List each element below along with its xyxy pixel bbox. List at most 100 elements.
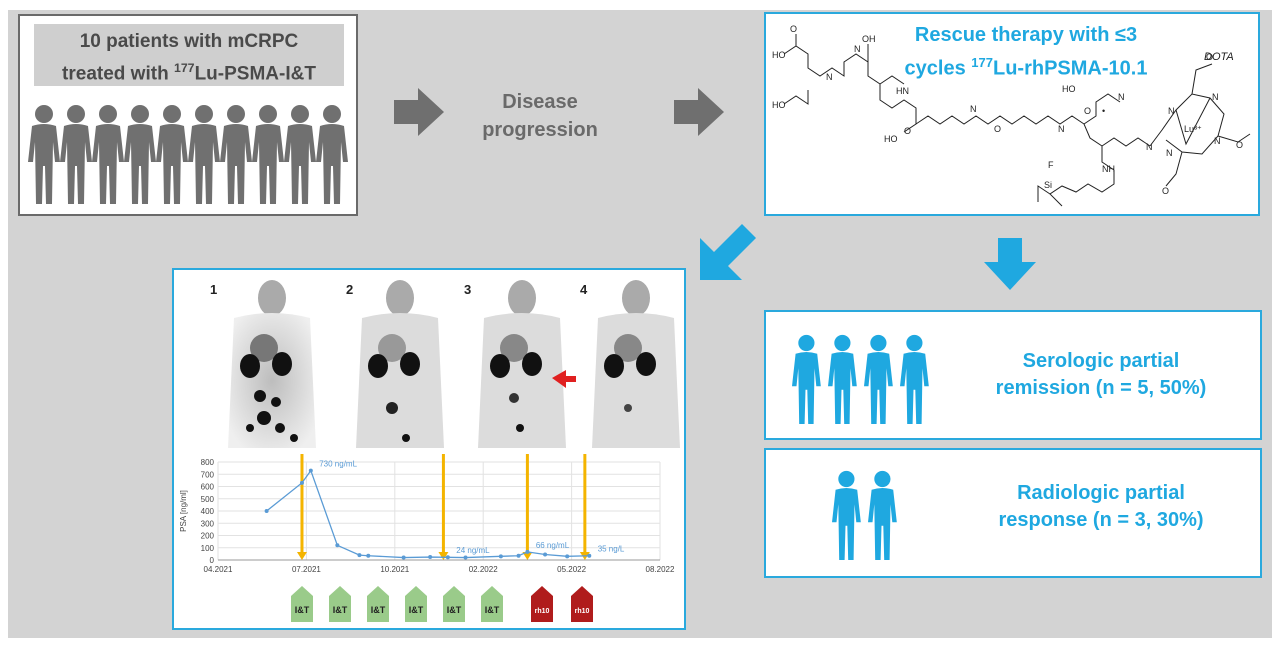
- serologic-remission-box: Serologic partial remission (n = 5, 50%): [764, 310, 1262, 440]
- therapy-cycle-label: I&T: [333, 605, 348, 615]
- arrow-right-icon: [394, 88, 444, 136]
- svg-text:N: N: [1146, 142, 1153, 152]
- y-tick-label: 400: [201, 507, 215, 516]
- svg-text:N: N: [1214, 136, 1221, 146]
- svg-text:N: N: [1118, 92, 1125, 102]
- rescue-title-line1: Rescue therapy with ≤3: [914, 24, 1138, 46]
- arrow-down-left-icon: [700, 224, 756, 280]
- psa-point: [445, 555, 450, 560]
- psa-annotation: 24 ng/mL: [456, 546, 490, 555]
- title-sup: 177: [173, 61, 195, 75]
- rescue-title-line2: cycles 177Lu-rhPSMA-10.1: [896, 49, 1156, 83]
- y-tick-label: 200: [201, 532, 215, 541]
- patients-box: 10 patients with mCRPC treated with 177L…: [18, 14, 358, 216]
- serologic-text: Serologic partial remission (n = 5, 50%): [976, 348, 1226, 402]
- title-pre: treated with: [62, 63, 174, 85]
- y-tick-label: 300: [201, 519, 215, 528]
- therapy-cycle-icon: [405, 586, 427, 622]
- therapy-cycle-icon: [531, 586, 553, 622]
- psa-point: [428, 555, 433, 560]
- y-tick-label: 600: [201, 483, 215, 492]
- arrow-down-icon: [984, 238, 1036, 290]
- y-tick-label: 100: [201, 544, 215, 553]
- arrow-right-icon: [674, 88, 724, 136]
- treatment-marker-head: [522, 552, 533, 560]
- psa-point: [516, 553, 521, 558]
- psa-series-line: [266, 469, 590, 559]
- serologic-line2: remission (n = 5, 50%): [995, 377, 1207, 399]
- svg-text:O: O: [1084, 106, 1091, 116]
- svg-text:F: F: [1048, 160, 1054, 170]
- serologic-line1: Serologic partial: [1022, 350, 1180, 372]
- rescue-pre: cycles: [904, 57, 972, 80]
- svg-text:N: N: [1168, 106, 1175, 116]
- y-tick-label: 700: [201, 470, 215, 479]
- svg-text:HO: HO: [884, 134, 898, 144]
- radiologic-text: Radiologic partial response (n = 3, 30%): [976, 480, 1226, 534]
- x-tick-label: 04.2021: [204, 565, 233, 574]
- svg-text:N: N: [1058, 124, 1065, 134]
- patients-title: 10 patients with mCRPC treated with 177L…: [34, 24, 344, 86]
- rescue-title: Rescue therapy with ≤3 cycles 177Lu-rhPS…: [896, 22, 1156, 83]
- scan-label-1: 1: [210, 282, 218, 297]
- pet-scan-3: [478, 280, 576, 448]
- four-patients-icon: [792, 334, 929, 424]
- radiologic-line2: response (n = 3, 30%): [998, 509, 1204, 531]
- svg-text:NH: NH: [1102, 164, 1115, 174]
- progression-line2: progression: [482, 119, 598, 141]
- svg-text:•: •: [1102, 106, 1105, 116]
- psa-annotation: 35 ng/L: [598, 545, 625, 554]
- svg-text:O: O: [1236, 140, 1243, 150]
- psa-point: [525, 549, 530, 554]
- svg-text:O: O: [790, 24, 797, 34]
- x-tick-label: 02.2022: [469, 565, 498, 574]
- patients-title-line1: 10 patients with mCRPC: [79, 31, 299, 52]
- therapy-cycle-icon: [291, 586, 313, 622]
- psa-annotation: 66 ng/mL: [536, 541, 570, 550]
- svg-text:HO: HO: [772, 50, 786, 60]
- pet-scan-1: [228, 280, 316, 448]
- x-tick-label: 07.2021: [292, 565, 321, 574]
- psa-point: [401, 555, 406, 560]
- rescue-post: Lu-rhPSMA-10.1: [992, 57, 1148, 80]
- dota-label: DOTA: [1204, 51, 1234, 63]
- svg-text:O: O: [904, 126, 911, 136]
- psa-point: [543, 552, 548, 557]
- therapy-cycle-label: I&T: [485, 605, 500, 615]
- x-tick-label: 05.2022: [557, 565, 586, 574]
- svg-text:OH: OH: [862, 34, 876, 44]
- svg-text:N: N: [854, 44, 861, 54]
- psa-point: [565, 554, 570, 559]
- rescue-therapy-box: Rescue therapy with ≤3 cycles 177Lu-rhPS…: [764, 12, 1260, 216]
- patients-title-line2: treated with 177Lu-PSMA-I&T: [34, 55, 344, 87]
- therapy-cycle-label: I&T: [409, 605, 424, 615]
- therapy-cycle-icon: [367, 586, 389, 622]
- scan-label-3: 3: [464, 282, 472, 297]
- x-tick-label: 08.2022: [646, 565, 675, 574]
- therapy-cycle-icon: [443, 586, 465, 622]
- y-axis-label: PSA [ng/ml]: [179, 490, 188, 532]
- psa-point: [498, 554, 503, 559]
- scan-label-4: 4: [580, 282, 588, 297]
- psa-point: [366, 553, 371, 558]
- treatment-marker-head: [296, 552, 307, 560]
- title-post: Lu-PSMA-I&T: [194, 63, 316, 85]
- psa-annotation: 730 ng/mL: [319, 460, 357, 469]
- therapy-cycle-icon: [329, 586, 351, 622]
- svg-text:O: O: [1206, 52, 1213, 62]
- therapy-cycle-label: I&T: [295, 605, 310, 615]
- svg-text:HO: HO: [1062, 84, 1076, 94]
- scan-label-2: 2: [346, 282, 354, 297]
- y-tick-label: 800: [201, 458, 215, 467]
- therapy-cycle-label: rh10: [575, 608, 590, 615]
- svg-text:HO: HO: [772, 100, 786, 110]
- therapy-cycle-label: I&T: [371, 605, 386, 615]
- svg-text:HN: HN: [896, 86, 909, 96]
- psa-point: [335, 543, 340, 548]
- svg-text:N: N: [1166, 148, 1173, 158]
- therapy-cycle-label: I&T: [447, 605, 462, 615]
- radiologic-response-box: Radiologic partial response (n = 3, 30%): [764, 448, 1262, 578]
